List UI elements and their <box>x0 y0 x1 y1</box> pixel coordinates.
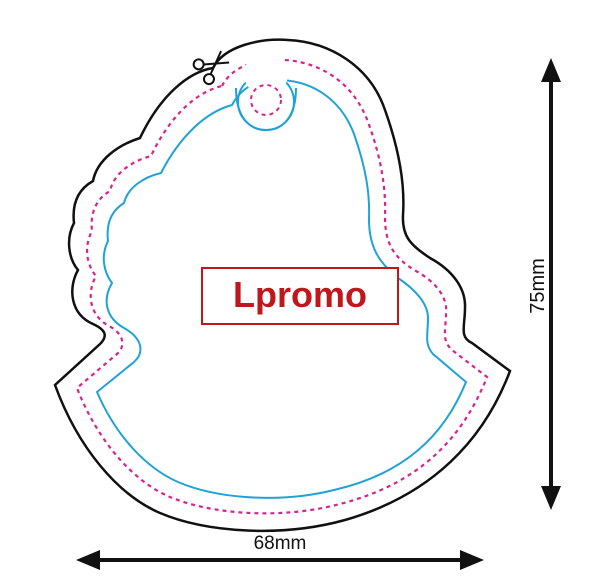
cut-line <box>53 38 512 533</box>
hole-inner-dashed <box>250 84 282 116</box>
logo-text: Lpromo <box>233 274 367 315</box>
safe-line <box>95 78 468 499</box>
arrow-up-icon <box>541 58 561 82</box>
arrow-right-icon <box>460 550 484 570</box>
width-label: 68mm <box>254 533 307 554</box>
height-dimension: 75mm <box>527 58 561 510</box>
scissors-icon <box>192 50 230 86</box>
arrow-down-icon <box>541 486 561 510</box>
height-label: 75mm <box>527 258 549 314</box>
hole-outer-mask <box>244 52 288 96</box>
width-dimension: 68mm <box>76 533 484 570</box>
bleed-line <box>75 58 489 515</box>
logo-box: Lpromo <box>201 267 399 325</box>
arrow-left-icon <box>76 550 100 570</box>
